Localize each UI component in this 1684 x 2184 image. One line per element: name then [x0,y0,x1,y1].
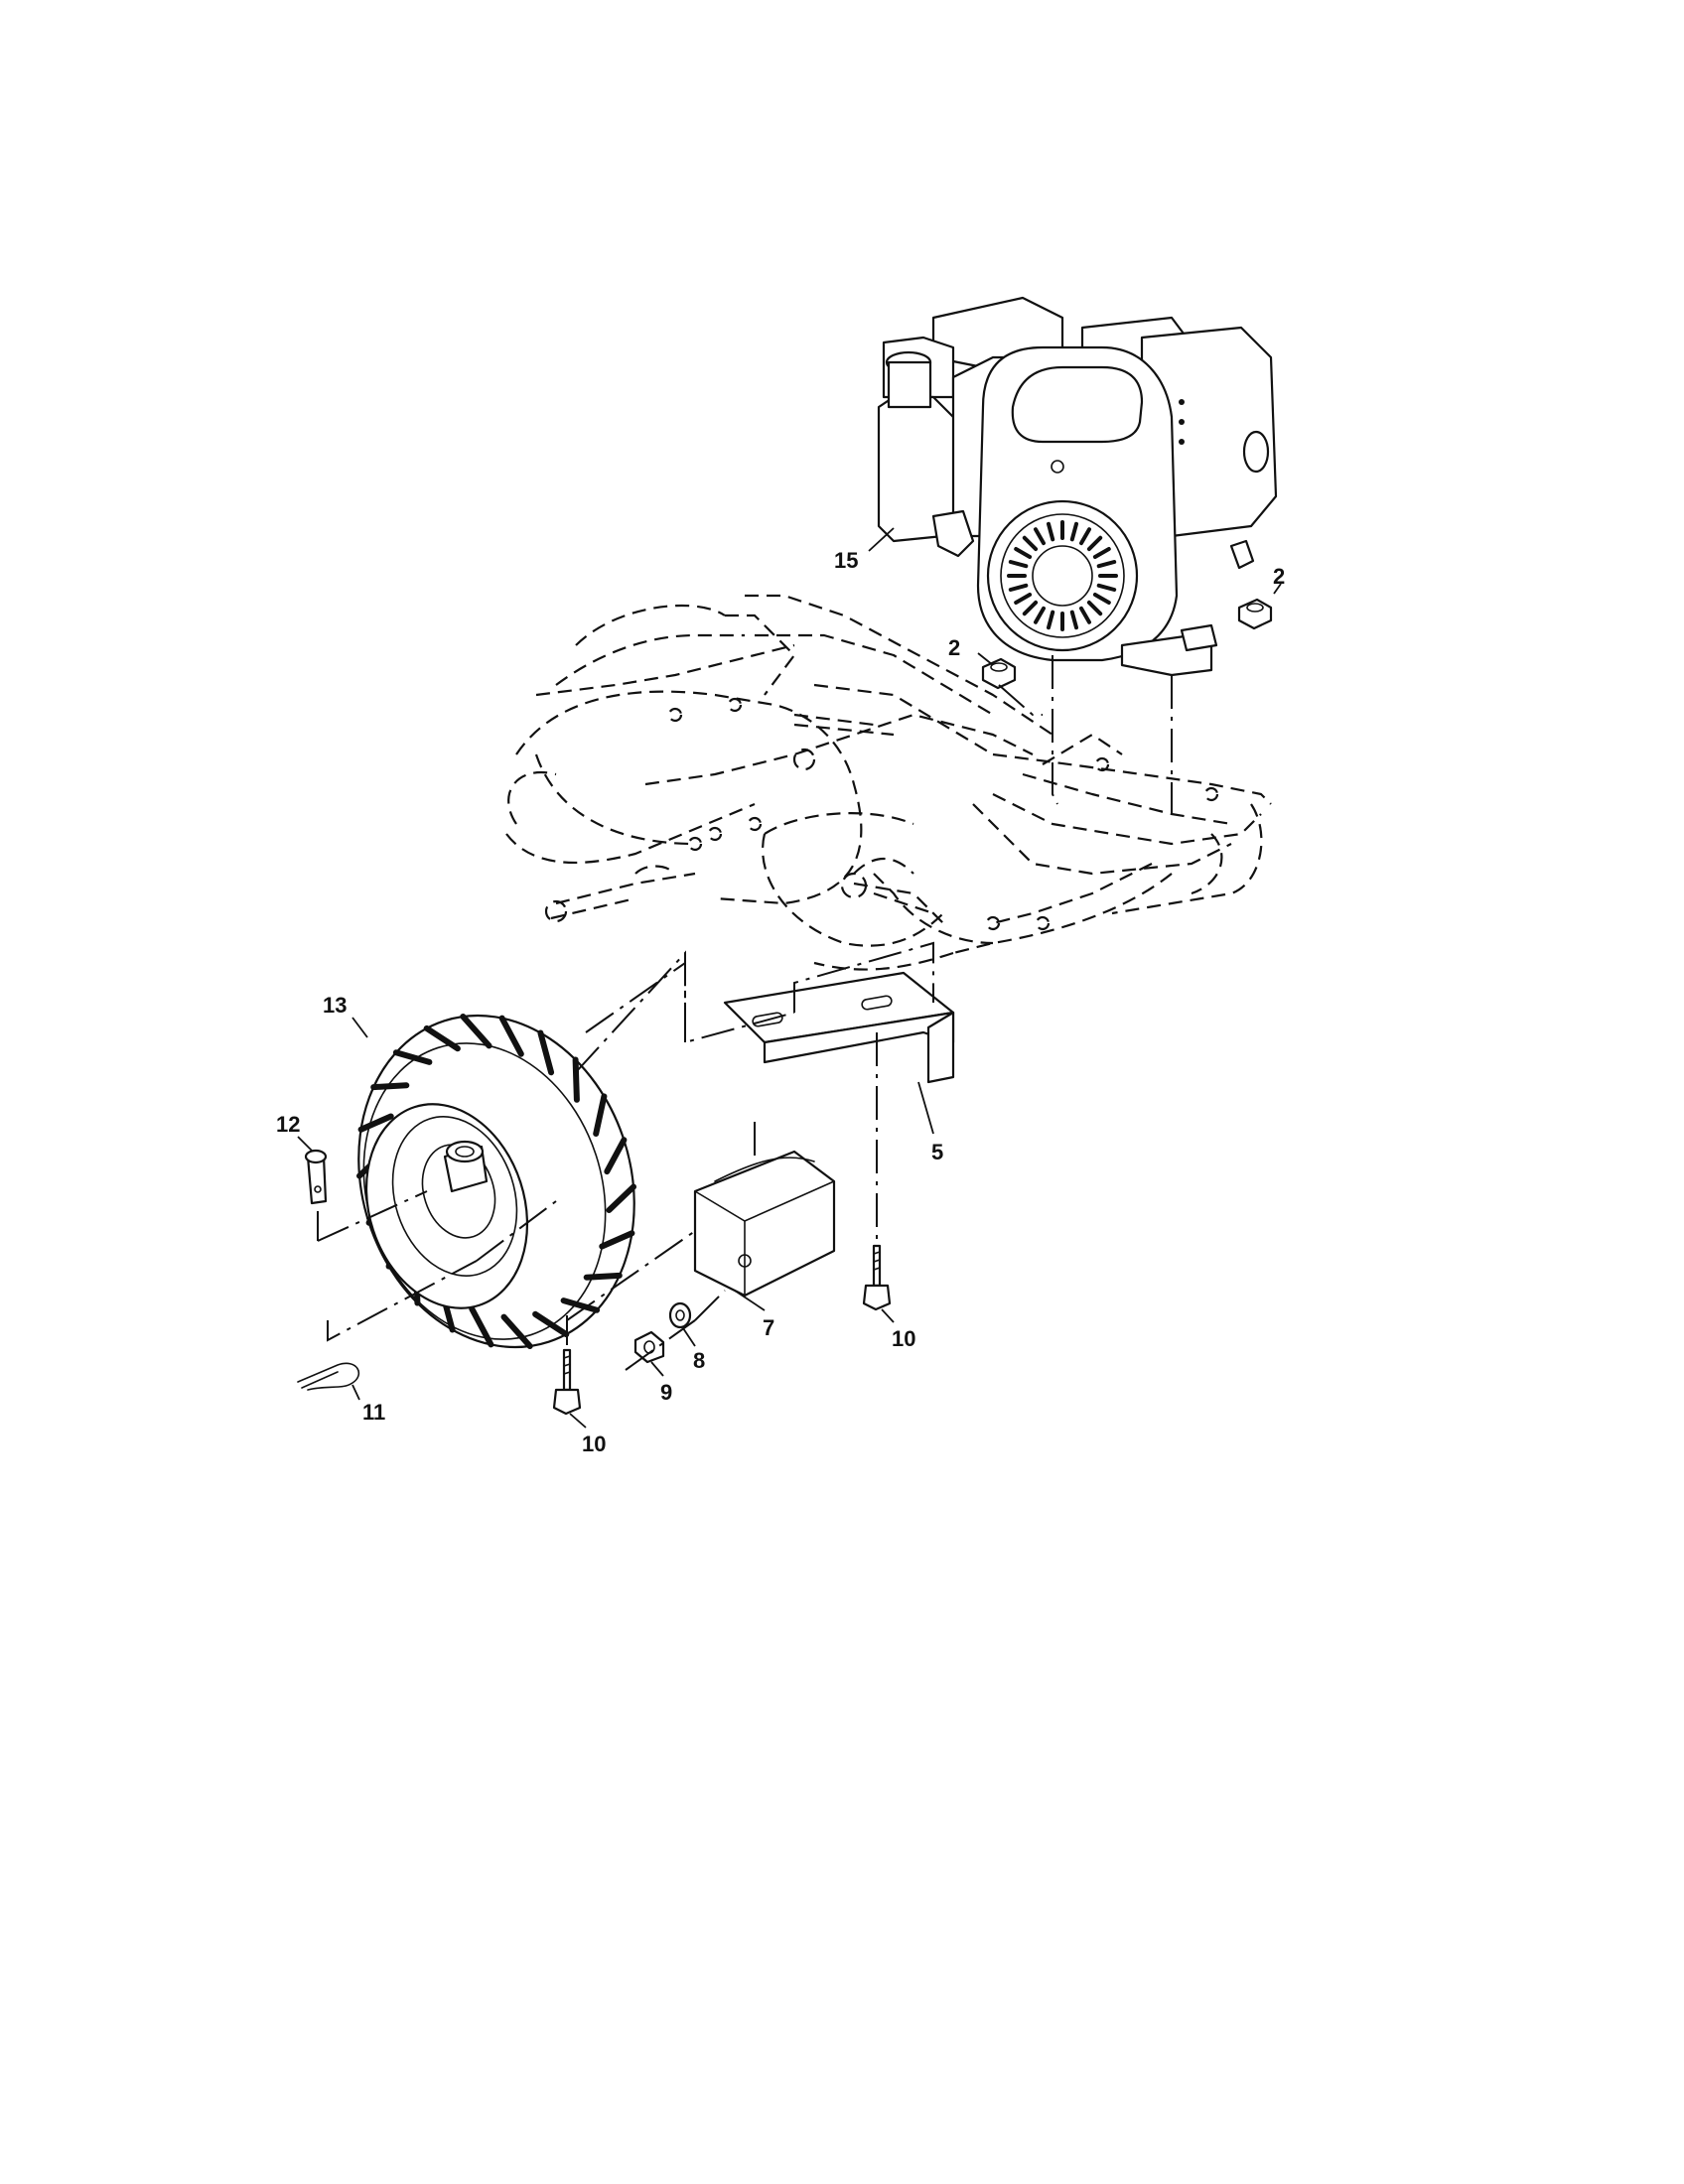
tread-lug [370,1082,410,1091]
callout-nut-right: 2 [1273,564,1285,589]
hairpin-clip [297,1362,360,1391]
callout-hairpin-clip: 11 [362,1400,385,1425]
vent-slot [1079,606,1091,624]
hex-bolt-left [552,1348,582,1416]
assembly-lines [317,655,1173,1371]
vent-slot [1096,560,1117,569]
vent-slot [1092,593,1111,605]
washer [668,1301,692,1329]
callout-washer: 8 [693,1348,705,1373]
recoil-vent-slots [1007,520,1118,631]
engine [877,296,1278,677]
tread-lug [357,1113,394,1133]
callout-bolt-left: 10 [582,1432,606,1456]
callout-clevis-pin: 12 [276,1112,300,1137]
vent-slot [1022,535,1039,552]
vent-slot [1034,606,1046,624]
tread-lug [604,1137,628,1175]
mounting-bracket [723,971,955,1084]
vent-slot [1008,560,1029,569]
vent-slot [1096,583,1117,592]
tread-lug [498,1015,524,1057]
tread-lug [572,1056,580,1103]
vent-slot [1086,600,1103,616]
callout-nut-left: 2 [948,635,960,660]
tread-lug [532,1310,570,1338]
vent-slot [1079,527,1091,546]
vent-slot [1069,610,1078,630]
vent-slot [1022,600,1039,616]
callout-nut: 9 [660,1380,672,1405]
tread-lug [392,1049,433,1065]
vent-slot [1014,593,1033,605]
hex-nut [633,1330,665,1364]
vent-slot [1008,583,1029,592]
vent-slot [1034,527,1046,546]
wheel-weight [693,1150,836,1297]
callout-labels: 15 2 2 13 12 11 5 7 8 9 10 10 [276,527,1285,1456]
tiller-frame-phantom [505,594,1272,971]
vent-slot [1014,547,1033,559]
tread-lug [500,1313,533,1349]
callout-wheel: 13 [323,993,347,1018]
tread-lug [560,1297,601,1313]
flange-nut-right [1237,598,1273,630]
vent-slot [1086,535,1103,552]
callout-bracket: 5 [931,1140,943,1164]
flange-nut-left [981,657,1017,690]
clevis-pin [304,1149,328,1205]
wheel-assembly [356,1014,636,1349]
tread-lug [593,1093,608,1137]
tread-lug [537,1029,555,1076]
tread-lug [423,1024,461,1052]
tread-lug [599,1230,635,1250]
tread-lug [460,1014,492,1049]
callout-weight: 7 [763,1315,774,1340]
tread-lug [583,1272,623,1281]
vent-slot [1047,610,1055,630]
callout-bolt-right: 10 [892,1326,915,1351]
vent-slot [1092,547,1111,559]
vent-slot [1047,521,1055,542]
tread-lug [469,1305,494,1348]
tread-lug [606,1183,636,1213]
vent-slot [1069,521,1078,542]
callout-engine: 15 [834,548,858,573]
hex-bolt-right [862,1244,892,1311]
